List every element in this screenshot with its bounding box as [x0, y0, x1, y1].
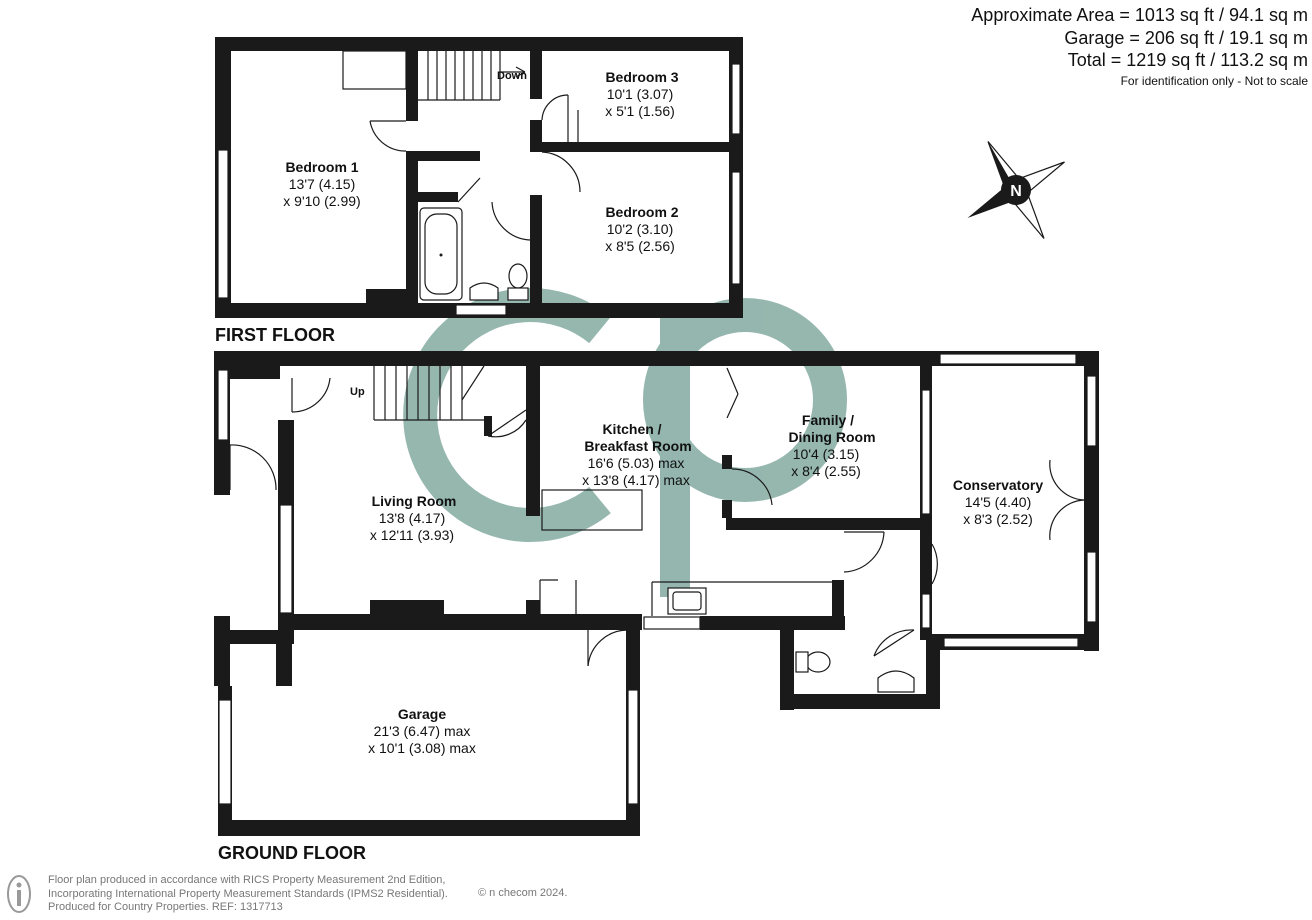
ground-floor-fixtures: [229, 365, 1085, 693]
bedroom2-dim1: 10'2 (3.10): [607, 221, 674, 237]
footer: Floor plan produced in accordance with R…: [48, 874, 567, 915]
kitchen-name-line1: Kitchen /: [602, 421, 661, 437]
area-approximate: Approximate Area = 1013 sq ft / 94.1 sq …: [971, 5, 1308, 25]
area-note: For identification only - Not to scale: [1120, 73, 1308, 88]
kitchen-dim1: 16'6 (5.03) max: [588, 455, 685, 471]
living-name: Living Room: [372, 493, 457, 509]
bedroom1-dim1: 13'7 (4.15): [289, 176, 356, 192]
footer-line2: Incorporating International Property Mea…: [48, 887, 448, 900]
area-summary: Approximate Area = 1013 sq ft / 94.1 sq …: [971, 4, 1308, 90]
family-dim2: x 8'4 (2.55): [791, 463, 861, 479]
first-floor-fixtures: [342, 50, 581, 301]
first-floor-room-labels: Bedroom 1 13'7 (4.15) x 9'10 (2.99) Bedr…: [283, 69, 678, 254]
info-icon: [7, 875, 31, 913]
garage-dim1: 21'3 (6.47) max: [374, 723, 471, 739]
ground-floor-room-labels: Kitchen / Breakfast Room 16'6 (5.03) max…: [350, 386, 1043, 756]
area-garage: Garage = 206 sq ft / 19.1 sq m: [1064, 27, 1308, 48]
bedroom3-name: Bedroom 3: [605, 69, 678, 85]
conservatory-dim2: x 8'3 (2.52): [963, 511, 1033, 527]
conservatory-dim1: 14'5 (4.40): [965, 494, 1032, 510]
family-name-line2: Dining Room: [788, 429, 875, 445]
living-dim2: x 12'11 (3.93): [370, 527, 454, 543]
ground-floor-windows: [217, 353, 1097, 805]
area-total: Total = 1219 sq ft / 113.2 sq m: [1067, 50, 1308, 70]
conservatory-name: Conservatory: [953, 477, 1043, 493]
bedroom3-dim2: x 5'1 (1.56): [605, 103, 675, 119]
footer-line3: Produced for Country Properties. REF: 13…: [48, 901, 283, 913]
garage-dim2: x 10'1 (3.08) max: [368, 740, 476, 756]
kitchen-dim2: x 13'8 (4.17) max: [582, 472, 690, 488]
stairs-up-label: Up: [350, 386, 365, 398]
bedroom2-dim2: x 8'5 (2.56): [605, 238, 675, 254]
first-floor-label: FIRST FLOOR: [215, 325, 335, 345]
kitchen-name-line2: Breakfast Room: [584, 438, 691, 454]
bedroom3-dim1: 10'1 (3.07): [607, 86, 674, 102]
bedroom2-name: Bedroom 2: [605, 204, 678, 220]
compass-north-icon: N: [967, 141, 1065, 239]
bedroom1-dim2: x 9'10 (2.99): [283, 193, 360, 209]
footer-copyright: © n checom 2024.: [478, 887, 568, 899]
family-name-line1: Family /: [802, 412, 854, 428]
family-dim1: 10'4 (3.15): [793, 446, 860, 462]
stairs-down-label: Down: [497, 70, 527, 82]
footer-line1: Floor plan produced in accordance with R…: [48, 874, 446, 886]
compass-label: N: [1010, 183, 1022, 200]
living-dim1: 13'8 (4.17): [379, 510, 446, 526]
bedroom1-name: Bedroom 1: [285, 159, 358, 175]
garage-name: Garage: [398, 706, 446, 722]
ground-floor-label: GROUND FLOOR: [218, 843, 366, 863]
first-floor-windows: [217, 63, 741, 316]
